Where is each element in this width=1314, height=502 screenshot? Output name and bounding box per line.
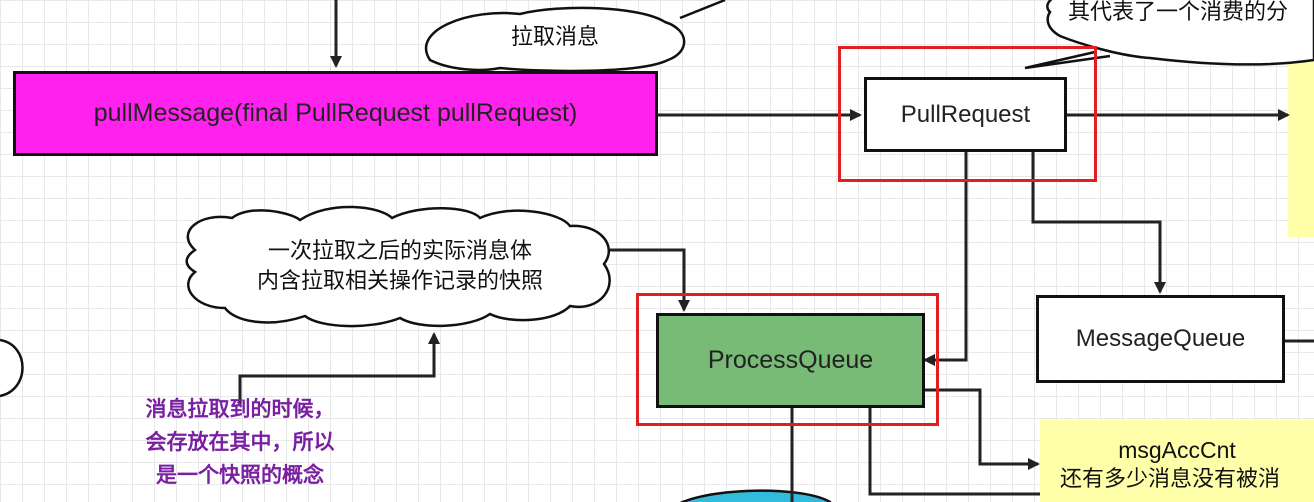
msgacccnt-desc: 还有多少消息没有被消 xyxy=(1060,467,1281,492)
pull-request-node[interactable]: PullRequest xyxy=(864,77,1067,152)
process-queue-highlight-frame xyxy=(636,293,939,426)
sticky-partial-right xyxy=(1288,62,1314,237)
process-queue-label: ProcessQueue xyxy=(707,346,874,374)
cloud-pull-msg-shape xyxy=(424,6,686,73)
partial-oval-left xyxy=(0,338,24,398)
cloud-pull-msg: 拉取消息 xyxy=(440,18,670,58)
cloud-top-right: 其代表了一个消费的分 xyxy=(1068,0,1314,30)
msgacccnt-sticky: msgAccCnt 还有多少消息没有被消 xyxy=(1040,420,1314,502)
process-queue-node[interactable]: ProcessQueue xyxy=(656,313,925,408)
msgacccnt-title: msgAccCnt xyxy=(1118,437,1236,463)
arrow-processqueue-to-msgacccnt xyxy=(925,388,1040,470)
cloud-snapshot: 一次拉取之后的实际消息体 内含拉取相关操作记录的快照 xyxy=(210,235,590,299)
cloud-top-right-label: 其代表了一个消费的分 xyxy=(1068,0,1289,25)
arrow-cloud-to-processqueue xyxy=(610,248,690,312)
snapshot-note-line3: 是一个快照的概念 xyxy=(156,463,324,487)
pull-message-node[interactable]: pullMessage(final PullRequest pullReques… xyxy=(13,71,658,156)
cloud-top-right-tail xyxy=(1024,50,1111,70)
message-queue-node[interactable]: MessageQueue xyxy=(1036,295,1285,383)
cloud-top-right-shape xyxy=(1046,0,1314,66)
pull-request-label: PullRequest xyxy=(900,100,1031,128)
cloud-snapshot-line2: 内含拉取相关操作记录的快照 xyxy=(256,269,543,294)
snapshot-note: 消息拉取到的时候， 会存放在其中，所以 是一个快照的概念 xyxy=(100,393,380,493)
arrow-note-to-cloud xyxy=(238,332,440,405)
line-processqueue-down-right xyxy=(868,402,1040,496)
cloud-snapshot-shape xyxy=(185,205,611,328)
arrow-pullrequest-to-messagequeue xyxy=(1031,152,1166,294)
pull-request-highlight-frame xyxy=(838,46,1097,182)
cloud-snapshot-line1: 一次拉取之后的实际消息体 xyxy=(267,239,532,264)
cloud-pull-msg-label: 拉取消息 xyxy=(510,25,599,50)
snapshot-note-line2: 会存放在其中，所以 xyxy=(145,430,335,454)
snapshot-note-line1: 消息拉取到的时候， xyxy=(145,397,335,421)
message-queue-label: MessageQueue xyxy=(1075,325,1246,352)
pull-message-label: pullMessage(final PullRequest pullReques… xyxy=(93,99,578,127)
cloud-pull-msg-tail xyxy=(679,0,726,20)
partial-cyan-shape xyxy=(680,489,832,502)
